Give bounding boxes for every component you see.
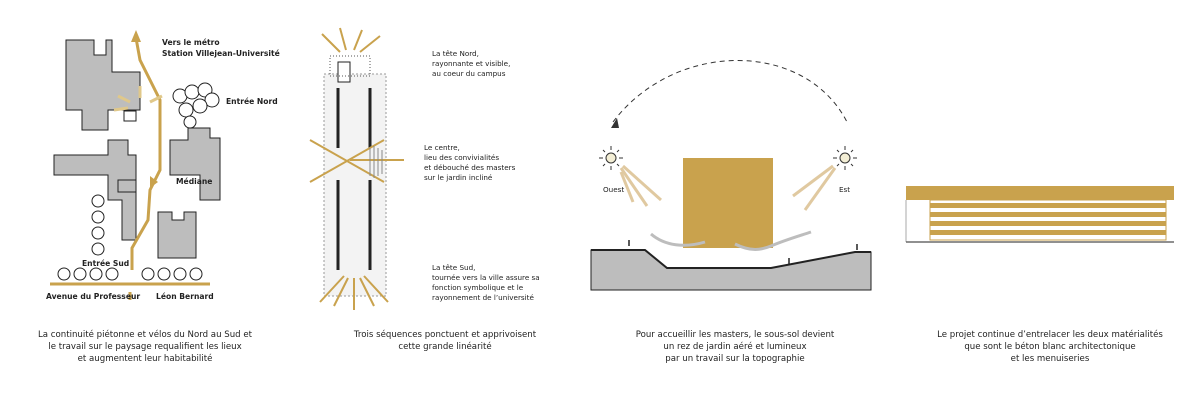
site-plan-panel: Vers le métro Station Villejean-Universi… [0, 0, 300, 400]
label-metro: Vers le métro [162, 38, 220, 47]
sud-line-2: tournée vers la ville assure sa [432, 273, 540, 282]
label-ouest: Ouest [603, 185, 624, 194]
centre-line-3: et débouché des masters [424, 163, 516, 172]
centre-line-2: lieu des convivialités [424, 153, 499, 162]
buildings [53, 39, 221, 259]
topography-diagram: Ouest Est [590, 60, 872, 291]
ground-profile [591, 249, 871, 269]
topography-panel: Ouest Est Pour accueillir les masters, l… [585, 0, 885, 400]
elevation-panel: Le projet continue d’entrelacer les deux… [900, 0, 1200, 400]
sequence-labels: La tête Nord, rayonnante et visible, au … [424, 49, 540, 302]
labels: Vers le métro Station Villejean-Universi… [46, 38, 280, 301]
centre-line-4: sur le jardin incliné [424, 173, 493, 182]
topography-caption: Pour accueillir les masters, le sous-sol… [635, 330, 835, 364]
nord-line-1: La tête Nord, [432, 49, 479, 58]
nord-line-2: rayonnante et visible, [432, 59, 510, 68]
label-entree-sud: Entrée Sud [82, 259, 129, 268]
sun-east [833, 146, 857, 170]
sun-path [612, 60, 848, 123]
sud-line-1: La tête Sud, [432, 263, 475, 272]
route-arrow-north [131, 30, 141, 42]
sun-rays-east [792, 164, 837, 211]
north-head [337, 61, 351, 83]
label-leon-bernard: Léon Bernard [156, 292, 214, 301]
airflow-arrows [650, 230, 812, 251]
label-mediane: Médiane [176, 177, 212, 186]
elevation-diagram [905, 186, 1174, 243]
roof-band [906, 186, 1174, 200]
center-hatch [369, 146, 383, 178]
site-plan-caption: La continuité piétonne et vélos du Nord … [37, 330, 252, 364]
center-rays [309, 139, 404, 183]
site-plan-diagram: Vers le métro Station Villejean-Universi… [46, 30, 280, 301]
route-arrow-mediane [150, 176, 158, 188]
trees [57, 82, 220, 281]
walkway-lines [336, 88, 372, 270]
nord-line-3: au coeur du campus [432, 69, 506, 78]
sequences-diagram: La tête Nord, rayonnante et visible, au … [309, 27, 540, 310]
building-strip [323, 73, 387, 297]
sun-west [599, 146, 623, 170]
south-rays [319, 275, 389, 310]
sud-line-3: fonction symbolique et le [432, 283, 524, 292]
label-entree-nord: Entrée Nord [226, 97, 278, 106]
sud-line-4: rayonnement de l’université [432, 293, 534, 302]
north-rays [321, 27, 381, 53]
label-est: Est [839, 185, 850, 194]
label-station: Station Villejean-Université [162, 49, 280, 58]
sequences-panel: La tête Nord, rayonnante et visible, au … [300, 0, 600, 400]
centre-line-1: Le centre, [424, 143, 460, 152]
elevation-caption: Le projet continue d’entrelacer les deux… [937, 330, 1163, 364]
people [628, 240, 858, 264]
sun-rays-west [619, 164, 663, 207]
label-avenue: Avenue du Professeur [46, 292, 140, 301]
sequences-caption: Trois séquences ponctuent et apprivoisen… [353, 330, 537, 352]
sun-path-arrow [611, 118, 619, 128]
north-entrance-rays [113, 86, 163, 112]
master-building [683, 158, 773, 248]
louvers [930, 203, 1166, 235]
